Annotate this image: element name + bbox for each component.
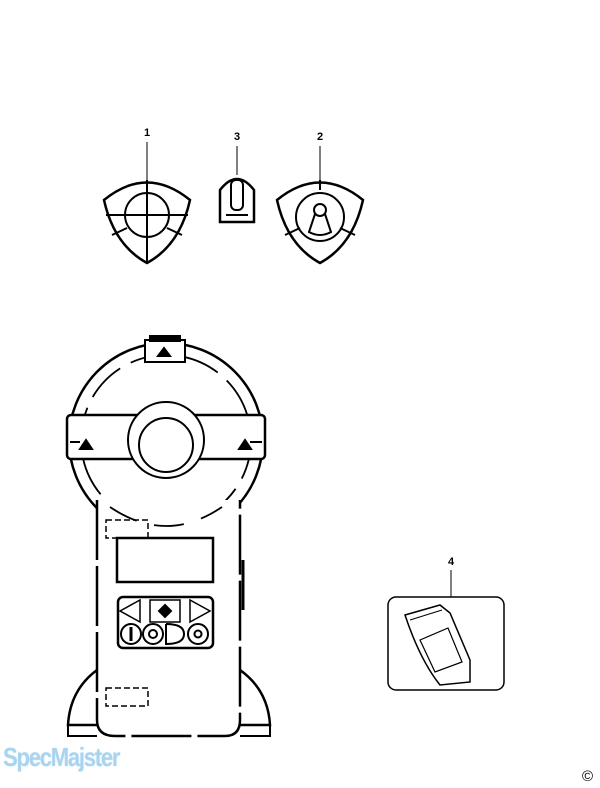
- callout-label-2: 2: [316, 131, 324, 143]
- callout-label-3: 3: [233, 131, 241, 143]
- part-2-wall-mount-cap: [275, 180, 365, 265]
- watermark-logo: SpecMajster: [3, 742, 120, 772]
- callout-label-1: 1: [143, 127, 151, 139]
- laser-level-device: [65, 335, 272, 738]
- copyright-symbol: ©: [582, 768, 594, 785]
- part-3-clip: [218, 177, 256, 224]
- part-4-bag: [387, 596, 505, 691]
- part-1-target-cap: [102, 180, 192, 265]
- callout-label-4: 4: [447, 556, 455, 568]
